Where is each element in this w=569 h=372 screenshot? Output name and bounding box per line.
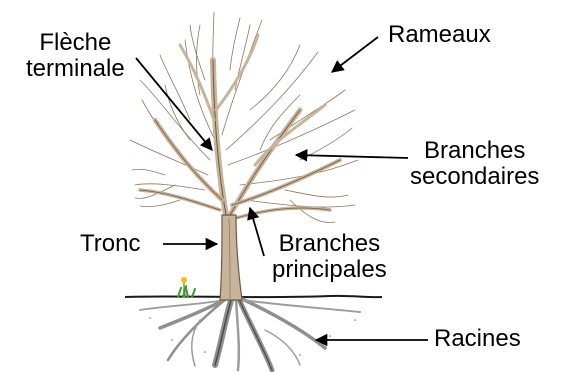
label-tronc: Tronc: [80, 230, 141, 257]
arrow-fleche-terminale: [135, 57, 213, 151]
label-branches-secondaires: Branches secondaires: [410, 138, 539, 190]
label-secondaires-line2: secondaires: [410, 163, 540, 190]
label-rameaux: Rameaux: [388, 21, 491, 48]
soil-specks: [149, 317, 356, 356]
label-principales-line2: principales: [272, 256, 387, 283]
label-principales-line1: Branches: [278, 230, 381, 257]
arrow-branches-principales: [247, 206, 265, 257]
tree-branches: [138, 33, 342, 220]
roots: [139, 294, 361, 372]
label-branches-principales: Branches principales: [272, 231, 387, 283]
flower: [181, 277, 187, 290]
label-arrows: [135, 36, 428, 347]
label-fleche-terminale: Flèche terminale: [26, 30, 125, 82]
grass-tuft: [177, 285, 196, 298]
label-fleche-line2: terminale: [26, 55, 125, 82]
label-fleche-line1: Flèche: [39, 29, 112, 56]
arrow-branches-secondaires: [294, 149, 409, 162]
tree-trunk: [219, 214, 243, 301]
label-secondaires-line1: Branches: [424, 137, 526, 164]
arrow-rameaux: [330, 36, 379, 73]
ground-line: [124, 294, 383, 299]
label-racines: Racines: [434, 325, 521, 352]
